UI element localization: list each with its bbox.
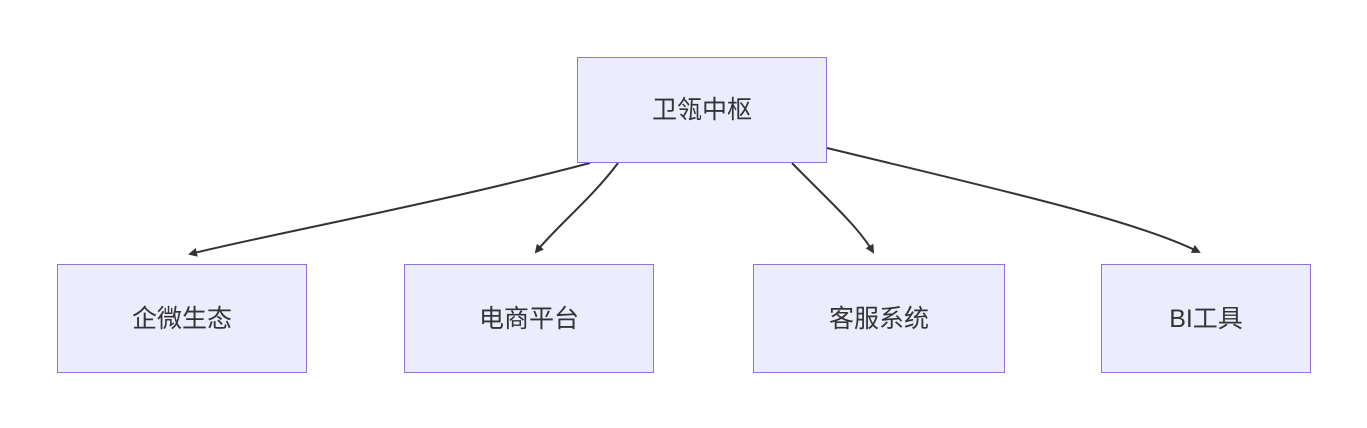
node-child-ecommerce: 电商平台	[404, 264, 654, 373]
edge-root-to-child-2	[791, 162, 875, 254]
node-child-qiwei: 企微生态	[57, 264, 307, 373]
edge-root-to-child-3	[826, 147, 1201, 253]
node-child-label: 电商平台	[478, 304, 579, 333]
edge-root-to-child-0	[188, 162, 591, 257]
node-child-label: 企微生态	[131, 304, 232, 333]
node-child-label: 客服系统	[828, 304, 929, 333]
node-child-label: BI工具	[1169, 304, 1243, 333]
node-child-bi-tool: BI工具	[1101, 264, 1311, 373]
node-root: 卫瓴中枢	[577, 57, 827, 163]
edge-root-to-child-1	[534, 162, 619, 254]
node-root-label: 卫瓴中枢	[651, 96, 752, 124]
node-child-customer-service: 客服系统	[753, 264, 1005, 373]
